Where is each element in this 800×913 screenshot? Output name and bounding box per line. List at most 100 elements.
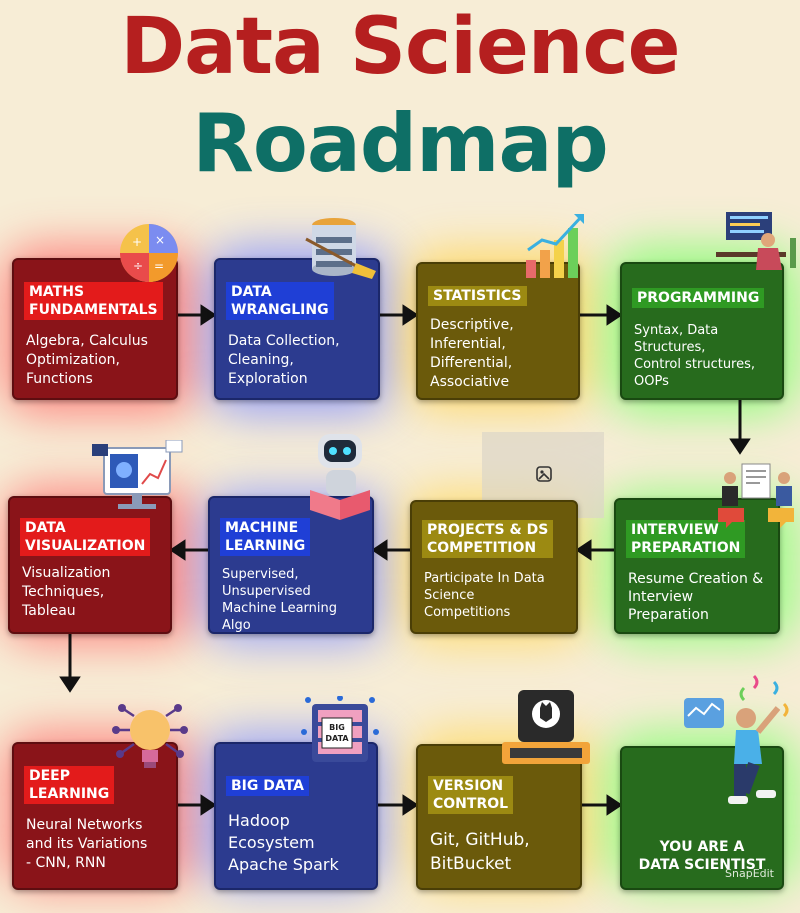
github-laptop-icon — [502, 690, 590, 764]
step-label: INTERVIEW PREPARATION — [626, 520, 746, 558]
svg-text:÷: ÷ — [133, 259, 143, 273]
desc-line: Hadoop — [228, 811, 290, 830]
step-description: Visualization Techniques, Tableau — [22, 564, 164, 621]
robot-reading-icon — [310, 434, 370, 520]
step-description: Resume Creation & Interview Preparation — [628, 570, 772, 624]
desc-line: Optimization, — [26, 352, 121, 368]
step-version-control: VERSION CONTROL Git, GitHub, BitBucket — [416, 744, 582, 890]
svg-text:×: × — [155, 233, 165, 247]
label-line: CONTROL — [433, 796, 509, 812]
desc-line: Techniques, — [22, 584, 105, 600]
desc-line: Apache Spark — [228, 855, 339, 874]
final-line: DATA SCIENTIST — [638, 857, 766, 873]
desc-line: Git, GitHub, — [430, 830, 530, 850]
desc-line: - CNN, RNN — [26, 855, 106, 871]
desc-line: Science — [424, 588, 475, 603]
desc-line: Functions — [26, 371, 93, 387]
step-description: Hadoop Ecosystem Apache Spark — [228, 810, 370, 876]
coder-at-desk-icon — [716, 212, 796, 270]
label-line: FUNDAMENTALS — [29, 302, 158, 318]
label-line: DATA — [231, 284, 272, 300]
label-line: DEEP — [29, 768, 71, 784]
step-interview-preparation: INTERVIEW PREPARATION Resume Creation & … — [614, 498, 780, 634]
step-description: Algebra, Calculus Optimization, Function… — [26, 332, 170, 389]
label-line: VERSION — [433, 778, 504, 794]
celebrating-person-icon — [684, 674, 789, 804]
label-line: LEARNING — [225, 538, 306, 554]
lightbulb-network-icon — [112, 704, 188, 768]
desc-line: Inferential, — [430, 336, 506, 352]
desc-line: Tableau — [22, 603, 76, 619]
desc-line: Exploration — [228, 371, 308, 387]
desc-line: and its Variations — [26, 836, 148, 852]
step-label: DEEP LEARNING — [24, 766, 115, 804]
desc-line: Associative — [430, 374, 510, 390]
step-label: BIG DATA — [226, 776, 309, 796]
step-label: MACHINE LEARNING — [220, 518, 311, 556]
desc-line: Algo — [222, 618, 251, 633]
label-line: INTERVIEW — [631, 522, 719, 538]
svg-text:BIG: BIG — [329, 723, 345, 732]
step-label: PROJECTS & DS COMPETITION — [422, 520, 554, 558]
watermark: SnapEdit — [725, 867, 774, 880]
label-line: PROGRAMMING — [637, 290, 760, 306]
desc-line: Algebra, Calculus — [26, 333, 148, 349]
label-line: DATA — [25, 520, 66, 536]
image-placeholder-icon — [536, 466, 552, 482]
label-line: PREPARATION — [631, 540, 741, 556]
step-description: Participate In Data Science Competitions — [424, 570, 570, 621]
step-deep-learning: DEEP LEARNING Neural Networks and its Va… — [12, 742, 178, 890]
final-message: YOU ARE A DATA SCIENTIST — [622, 838, 782, 874]
page-title-line1: Data Science — [120, 2, 680, 92]
step-label: PROGRAMMING — [632, 288, 765, 308]
desc-line: Control structures, — [634, 357, 756, 372]
desc-line: Differential, — [430, 355, 513, 371]
step-label: DATA VISUALIZATION — [20, 518, 151, 556]
step-description: Git, GitHub, BitBucket — [430, 828, 574, 876]
svg-text:+: + — [132, 235, 142, 249]
label-line: MATHS — [29, 284, 85, 300]
desc-line: Syntax, Data — [634, 323, 719, 338]
interview-icon — [718, 463, 794, 528]
step-machine-learning: MACHINE LEARNING Supervised, Unsupervise… — [208, 496, 374, 634]
step-description: Neural Networks and its Variations - CNN… — [26, 816, 170, 873]
desc-line: Descriptive, — [430, 317, 514, 333]
step-description: Syntax, Data Structures, Control structu… — [634, 322, 776, 390]
label-line: MACHINE — [225, 520, 299, 536]
database-broom-icon — [305, 218, 376, 279]
desc-line: BitBucket — [430, 854, 512, 874]
step-data-visualization: DATA VISUALIZATION Visualization Techniq… — [8, 496, 172, 634]
page-title-line2: Roadmap — [192, 97, 608, 190]
desc-line: Preparation — [628, 607, 709, 623]
desc-line: Ecosystem — [228, 833, 315, 852]
desc-line: Structures, — [634, 340, 706, 355]
dashboard-monitor-icon — [92, 440, 183, 509]
math-pie-icon: × + = ÷ — [120, 224, 178, 282]
desc-line: Resume Creation & — [628, 571, 764, 587]
label-line: BIG DATA — [231, 778, 304, 794]
desc-line: Supervised, — [222, 567, 299, 582]
step-label: VERSION CONTROL — [428, 776, 514, 814]
step-programming: PROGRAMMING Syntax, Data Structures, Con… — [620, 262, 784, 400]
bar-chart-icon — [526, 214, 584, 278]
label-line: LEARNING — [29, 786, 110, 802]
desc-line: Data Collection, — [228, 333, 340, 349]
step-description: Supervised, Unsupervised Machine Learnin… — [222, 566, 366, 634]
label-line: COMPETITION — [427, 540, 537, 556]
label-line: VISUALIZATION — [25, 538, 146, 554]
final-line: YOU ARE A — [659, 839, 745, 855]
step-label: STATISTICS — [428, 286, 527, 306]
step-description: Data Collection, Cleaning, Exploration — [228, 332, 372, 389]
svg-text:=: = — [154, 259, 164, 273]
desc-line: Neural Networks — [26, 817, 143, 833]
step-label: DATA WRANGLING — [226, 282, 334, 320]
svg-text:DATA: DATA — [325, 734, 349, 743]
step-label: MATHS FUNDAMENTALS — [24, 282, 163, 320]
desc-line: Machine Learning — [222, 601, 337, 616]
desc-line: Interview — [628, 589, 694, 605]
desc-line: Cleaning, — [228, 352, 294, 368]
big-data-server-icon: BIG DATA — [301, 696, 379, 762]
step-description: Descriptive, Inferential, Differential, … — [430, 316, 572, 392]
desc-line: Visualization — [22, 565, 111, 581]
